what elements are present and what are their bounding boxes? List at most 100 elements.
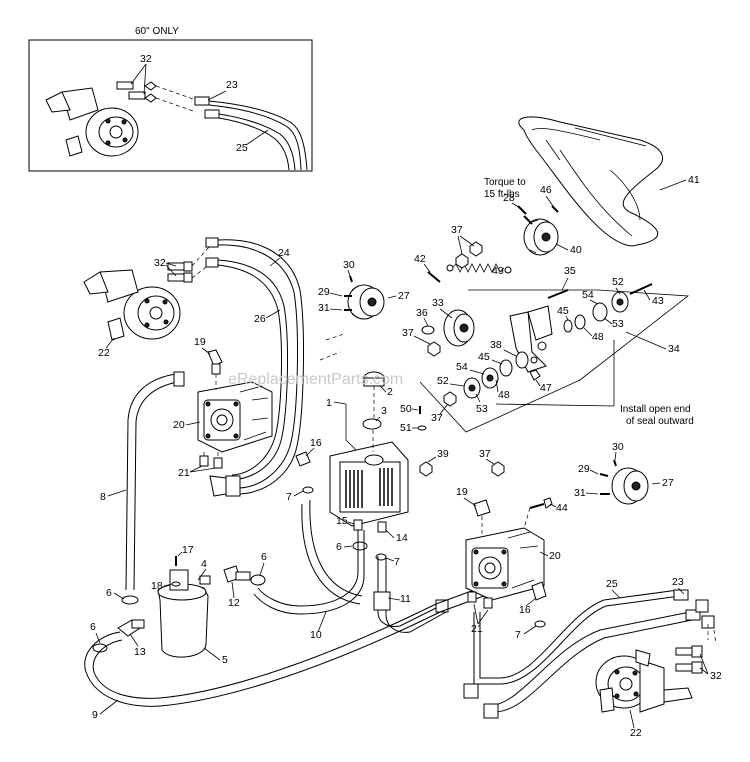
callout-37: 37: [431, 412, 443, 424]
spring-49: 49: [446, 263, 512, 277]
reservoir-1: 1: [326, 397, 409, 527]
callout-6: 6: [90, 621, 96, 633]
callout-31: 31: [318, 302, 330, 314]
idler-pulley-27-right: 27: [611, 467, 674, 505]
callout-20: 20: [173, 419, 185, 431]
fittings-32-left: 32: [154, 257, 193, 283]
callout-29: 29: [318, 286, 330, 298]
inset-hoses: [194, 96, 308, 171]
bolts-29-30-31-right: 30 29 31: [574, 441, 624, 499]
callout-32: 32: [140, 53, 152, 65]
callout-19: 19: [456, 486, 468, 498]
callout-6: 6: [336, 541, 342, 553]
callout-12: 12: [228, 597, 240, 609]
callout-52: 52: [612, 276, 624, 288]
callout-27: 27: [662, 477, 674, 489]
callout-20: 20: [549, 550, 561, 562]
callout-32: 32: [154, 257, 166, 269]
callout-11: 11: [400, 593, 411, 605]
callout-16: 16: [310, 437, 322, 449]
callout-6: 6: [106, 587, 112, 599]
callout-1: 1: [326, 397, 332, 409]
fittings-21-left: 21: [178, 455, 223, 479]
callout-25: 25: [236, 142, 248, 154]
callout-43: 43: [652, 295, 664, 307]
callout-23: 23: [226, 79, 238, 91]
callout-27: 27: [398, 290, 410, 302]
callout-30: 30: [612, 441, 624, 453]
idler-arm-bracket: 35: [509, 265, 576, 373]
seal-54-top: 54: [582, 289, 608, 322]
callout-28: 28: [503, 192, 515, 204]
callout-21: 21: [178, 467, 190, 479]
inset-fittings: [116, 81, 157, 103]
callout-4: 4: [201, 558, 207, 570]
callout-44: 44: [556, 502, 568, 514]
drive-belt: 41: [518, 116, 700, 247]
callout-36: 36: [416, 307, 428, 319]
callout-45: 45: [557, 305, 569, 317]
hoses-24-26: 24 26: [205, 237, 304, 497]
callout-10: 10: [310, 629, 322, 641]
torque-note-line1: Torque to: [484, 177, 526, 188]
callout-17: 17: [182, 544, 194, 556]
callout-7: 7: [394, 556, 400, 568]
callout-14: 14: [396, 532, 408, 544]
callout-47: 47: [540, 382, 552, 394]
callout-16: 16: [519, 604, 531, 616]
callout-53: 53: [612, 318, 624, 330]
bolt-47: 47: [529, 369, 552, 394]
callout-23: 23: [672, 576, 684, 588]
fitting-16-left: 16 7: [286, 437, 322, 503]
callout-9: 9: [92, 709, 98, 721]
idler-pulley-27-left: 27: [347, 284, 410, 320]
callout-52: 52: [437, 375, 449, 387]
fitting-13: 13: [117, 619, 146, 658]
callout-19: 19: [194, 336, 206, 348]
hydraulic-pump-left: 20: [173, 381, 273, 453]
inset-title: 60" ONLY: [135, 26, 179, 37]
bearing-52-top: 52 43: [611, 276, 664, 313]
callout-3: 3: [381, 405, 387, 417]
callout-7: 7: [515, 629, 521, 641]
hydraulic-pump-right: 20: [465, 527, 561, 601]
bolts-28-46: 28 46: [503, 184, 559, 225]
nut-39: 39: [419, 448, 449, 477]
rings-45-48-53-top: 45 48 53: [557, 305, 624, 343]
wheel-motor-left: 22: [83, 269, 181, 359]
hoses-23-25: 25 23: [463, 576, 715, 719]
callout-37: 37: [479, 448, 491, 460]
fittings-32-right: 32: [675, 645, 722, 682]
cap-2-and-gasket-3: 2 3: [362, 371, 393, 452]
callout-24: 24: [278, 247, 290, 259]
callout-22: 22: [630, 727, 642, 739]
callout-54: 54: [456, 361, 468, 373]
hose-9: 9: [84, 581, 501, 721]
clamp-6-left-filter: 6: [106, 587, 139, 605]
callout-21: 21: [471, 623, 483, 635]
callout-53: 53: [476, 403, 488, 415]
callout-40: 40: [570, 244, 582, 256]
callout-7: 7: [286, 491, 292, 503]
clamp-6-bottom: 6: [90, 621, 108, 653]
callout-18: 18: [151, 580, 163, 592]
bolts-29-30-31-left: 30 29 31: [318, 259, 355, 314]
inset-60-only: 60" ONLY 32: [28, 26, 313, 172]
bolts-17-18: 17 18: [151, 544, 194, 592]
callout-22: 22: [98, 347, 110, 359]
inset-wheel-motor: [45, 87, 139, 157]
fitting-19-right: 19: [456, 486, 491, 517]
callout-26: 26: [254, 313, 266, 325]
clamp-6-right-filter: 6: [250, 551, 267, 586]
callout-42: 42: [414, 253, 426, 265]
bolt-44: 44: [529, 497, 568, 514]
fitting-16-right: 16: [519, 581, 547, 616]
clamps-6-7-center: 6 7: [336, 541, 400, 568]
callout-37: 37: [451, 224, 463, 236]
callout-48: 48: [498, 389, 510, 401]
callout-48: 48: [592, 331, 604, 343]
callout-29: 29: [578, 463, 590, 475]
callout-8: 8: [100, 491, 106, 503]
nut-37-mid: 37: [402, 327, 441, 357]
washer-36: 36: [416, 307, 435, 335]
